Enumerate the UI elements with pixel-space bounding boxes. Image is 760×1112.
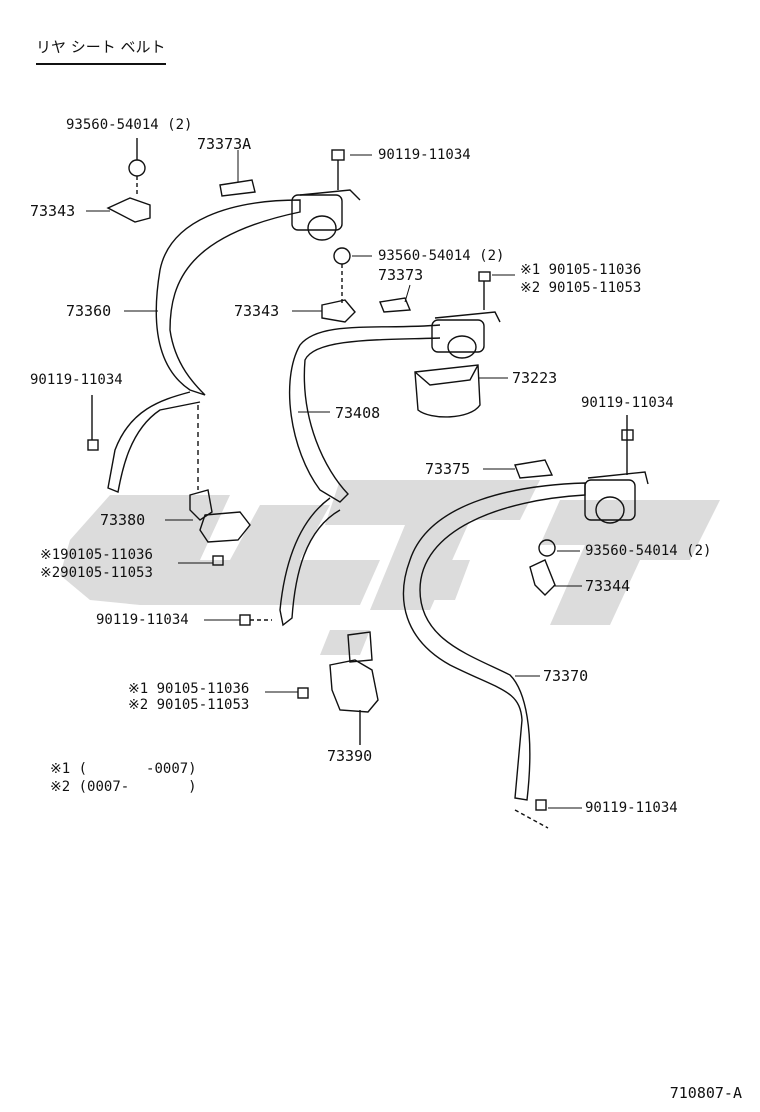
belt-center-shape xyxy=(288,324,441,503)
footnote-1-range: ( -0007) xyxy=(78,761,197,777)
label-bolt-left: 90119-11034 xyxy=(30,372,123,388)
page-title: リヤ シート ベルト xyxy=(36,36,166,65)
label-bracket-right: 73375 xyxy=(425,460,471,478)
footnote-1-mark: ※1 xyxy=(50,761,71,777)
label-anchor-mid: 73343 xyxy=(234,302,280,320)
line-art xyxy=(87,138,649,829)
label-belt-center: 73408 xyxy=(335,404,381,422)
label-belt-left: 73360 xyxy=(66,302,112,320)
label-bolt-center-low: 90119-11034 xyxy=(96,612,189,628)
s-mark-right xyxy=(538,539,556,557)
label-buckle-center-bolt2: ※2 90105-11053 xyxy=(128,697,250,713)
label-s-part-mid: 93560-54014 (2) xyxy=(378,248,505,264)
cover-box xyxy=(414,364,481,418)
footnote-1: ※1 ( -0007) xyxy=(50,761,197,777)
footnote-2-mark: ※2 xyxy=(50,779,71,795)
s-mark-mid xyxy=(333,247,351,265)
label-buckle-center-bolt1: ※1 90105-11036 xyxy=(128,681,250,697)
label-bolt-right-top: 90119-11034 xyxy=(581,395,674,411)
label-bracket-mid: 73373 xyxy=(378,266,424,284)
s-mark-top xyxy=(128,159,146,177)
diagram-code: 710807-A xyxy=(669,1084,742,1102)
watermark xyxy=(60,480,720,655)
label-anchor-right: 73344 xyxy=(585,577,631,595)
label-buckle-left-bolt1: ※190105-11036 xyxy=(40,547,153,563)
label-buckle-left-bolt2: ※290105-11053 xyxy=(40,565,153,581)
leader-lines xyxy=(86,150,582,809)
label-belt-right: 73370 xyxy=(543,667,589,685)
buckle-center-shape xyxy=(347,631,373,663)
label-bracket-a: 73373A xyxy=(197,135,252,153)
label-buckle-left: 73380 xyxy=(100,511,146,529)
footnote-2-range: (0007- ) xyxy=(78,779,197,795)
label-bolt-top: 90119-11034 xyxy=(378,147,471,163)
belt-left-shape xyxy=(155,199,301,396)
retractor-left xyxy=(291,194,343,231)
label-bolt-mid-2: ※2 90105-11053 xyxy=(520,280,642,296)
retractor-right xyxy=(584,479,636,521)
footnote-2: ※2 (0007- ) xyxy=(50,779,197,795)
belt-right-shape xyxy=(402,482,586,801)
label-top-s-part: 93560-54014 (2) xyxy=(66,117,193,133)
label-cover-box: 73223 xyxy=(512,369,558,387)
label-bolt-mid-1: ※1 90105-11036 xyxy=(520,262,642,278)
anchor-left-shape xyxy=(106,197,151,223)
label-s-part-right: 93560-54014 (2) xyxy=(585,543,712,559)
anchor-right-shape xyxy=(529,559,556,596)
buckle-left-shape xyxy=(189,489,213,521)
retractor-mid xyxy=(431,319,485,353)
label-buckle-center: 73390 xyxy=(327,747,373,765)
label-bolt-right-low: 90119-11034 xyxy=(585,800,678,816)
label-anchor-left: 73343 xyxy=(30,202,76,220)
